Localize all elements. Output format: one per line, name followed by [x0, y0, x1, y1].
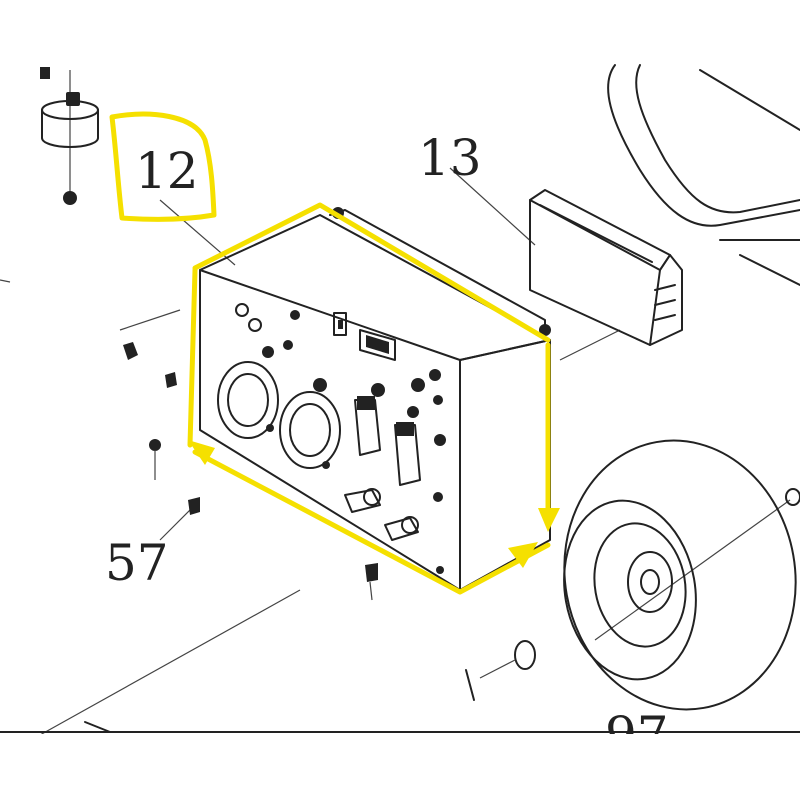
callout-57: 57 — [105, 534, 169, 592]
arrowhead-bottom — [508, 542, 538, 568]
top-left-hardware — [40, 67, 99, 205]
base-line — [0, 279, 800, 733]
bottom-crop-mask — [0, 734, 800, 800]
arrowhead-left — [188, 440, 215, 465]
highlight-annotations — [109, 111, 560, 595]
panel-highlight-left — [187, 267, 198, 448]
socket-right — [279, 391, 341, 469]
panel-highlight-top — [192, 202, 551, 343]
loose-screws — [119, 309, 378, 601]
control-panel-box — [199, 207, 551, 591]
handle-frame — [607, 64, 800, 286]
callout-13: 13 — [418, 129, 482, 187]
callout-12-highlight-box — [109, 111, 217, 222]
wheel — [465, 439, 800, 711]
battery-pack — [529, 189, 683, 346]
socket-left — [217, 361, 279, 439]
callout-12: 12 — [135, 142, 199, 200]
arrowhead-right — [538, 508, 560, 532]
